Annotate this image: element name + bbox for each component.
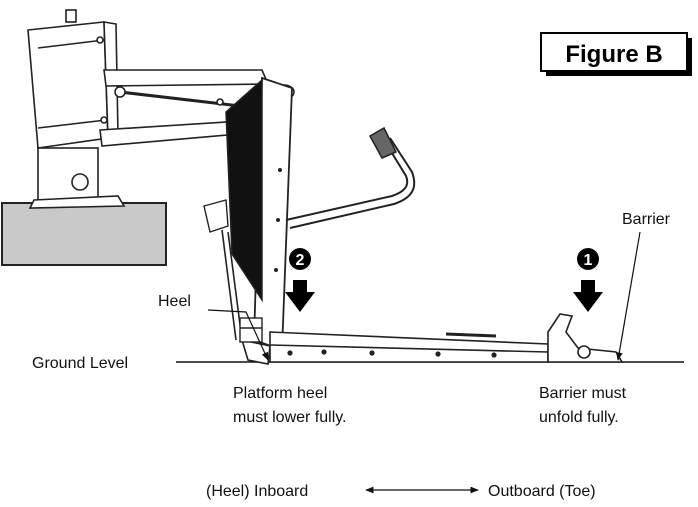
ground-level-label: Ground Level <box>32 355 128 372</box>
heel-note-line1: Platform heel <box>233 385 327 402</box>
step-2-number: 2 <box>296 252 305 269</box>
heel-leader <box>207 309 269 361</box>
folded-platform <box>203 76 293 352</box>
vehicle-floor <box>1 202 167 266</box>
down-arrow-icon <box>285 280 315 312</box>
step-1-marker: 1 <box>573 248 603 312</box>
figure-title-box: Figure B <box>540 32 692 76</box>
outboard-label: Outboard (Toe) <box>488 483 596 500</box>
barrier-note-line1: Barrier must <box>539 385 627 402</box>
heel-note-line2: must lower fully. <box>233 409 347 426</box>
step-2-marker: 2 <box>285 248 315 312</box>
heel-label: Heel <box>158 293 191 310</box>
handrail <box>285 126 416 229</box>
inboard-label: (Heel) Inboard <box>206 483 308 500</box>
barrier-note-line2: unfold fully. <box>539 409 619 426</box>
barrier-leader <box>615 231 641 361</box>
step-1-number: 1 <box>584 252 593 269</box>
figure-title: Figure B <box>565 41 662 68</box>
down-arrow-icon <box>573 280 603 312</box>
barrier-label: Barrier <box>622 211 671 228</box>
lift-tower <box>27 9 126 209</box>
platform-deck <box>240 313 624 365</box>
